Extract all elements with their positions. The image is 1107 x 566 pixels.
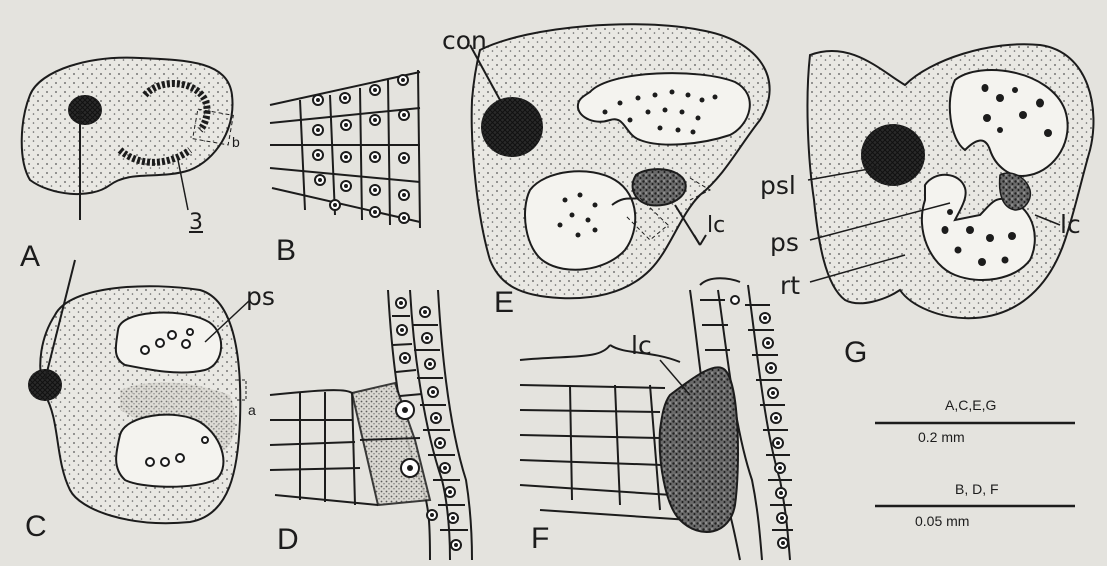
panel-e-drawing xyxy=(470,24,770,298)
label-lc-e: lc xyxy=(707,215,725,237)
panel-c-drawing xyxy=(28,260,250,523)
panel-g-drawing xyxy=(807,44,1093,318)
panel-label-b: B xyxy=(276,236,296,266)
panel-b-drawing xyxy=(270,70,420,228)
label-lc-g: lc xyxy=(1060,212,1081,237)
panel-label-g: G xyxy=(844,338,867,368)
panel-a-drawing xyxy=(22,58,234,220)
panel-label-c: C xyxy=(25,512,47,542)
label-three: 3 xyxy=(189,212,203,234)
label-ps-g: ps xyxy=(770,230,799,255)
panel-f-drawing xyxy=(520,278,793,560)
panel-label-a: A xyxy=(20,242,40,272)
panel-label-d: D xyxy=(277,525,299,555)
label-ps-c: ps xyxy=(246,284,275,309)
panel-label-e: E xyxy=(494,288,514,318)
label-a-c: a xyxy=(248,403,256,417)
label-b-a: b xyxy=(232,135,240,149)
label-lc-f: lc xyxy=(631,333,652,358)
label-rt: rt xyxy=(780,273,800,298)
panel-d-drawing xyxy=(270,290,472,560)
label-psl: psl xyxy=(760,173,796,198)
scale-bar-small-length: 0.05 mm xyxy=(915,514,969,528)
scale-bar-small-groups: B, D, F xyxy=(955,482,999,496)
scale-bar-large-length: 0.2 mm xyxy=(918,430,965,444)
label-con: con xyxy=(442,28,487,53)
scale-bar-large-groups: A,C,E,G xyxy=(945,398,996,412)
panel-label-f: F xyxy=(531,524,549,554)
